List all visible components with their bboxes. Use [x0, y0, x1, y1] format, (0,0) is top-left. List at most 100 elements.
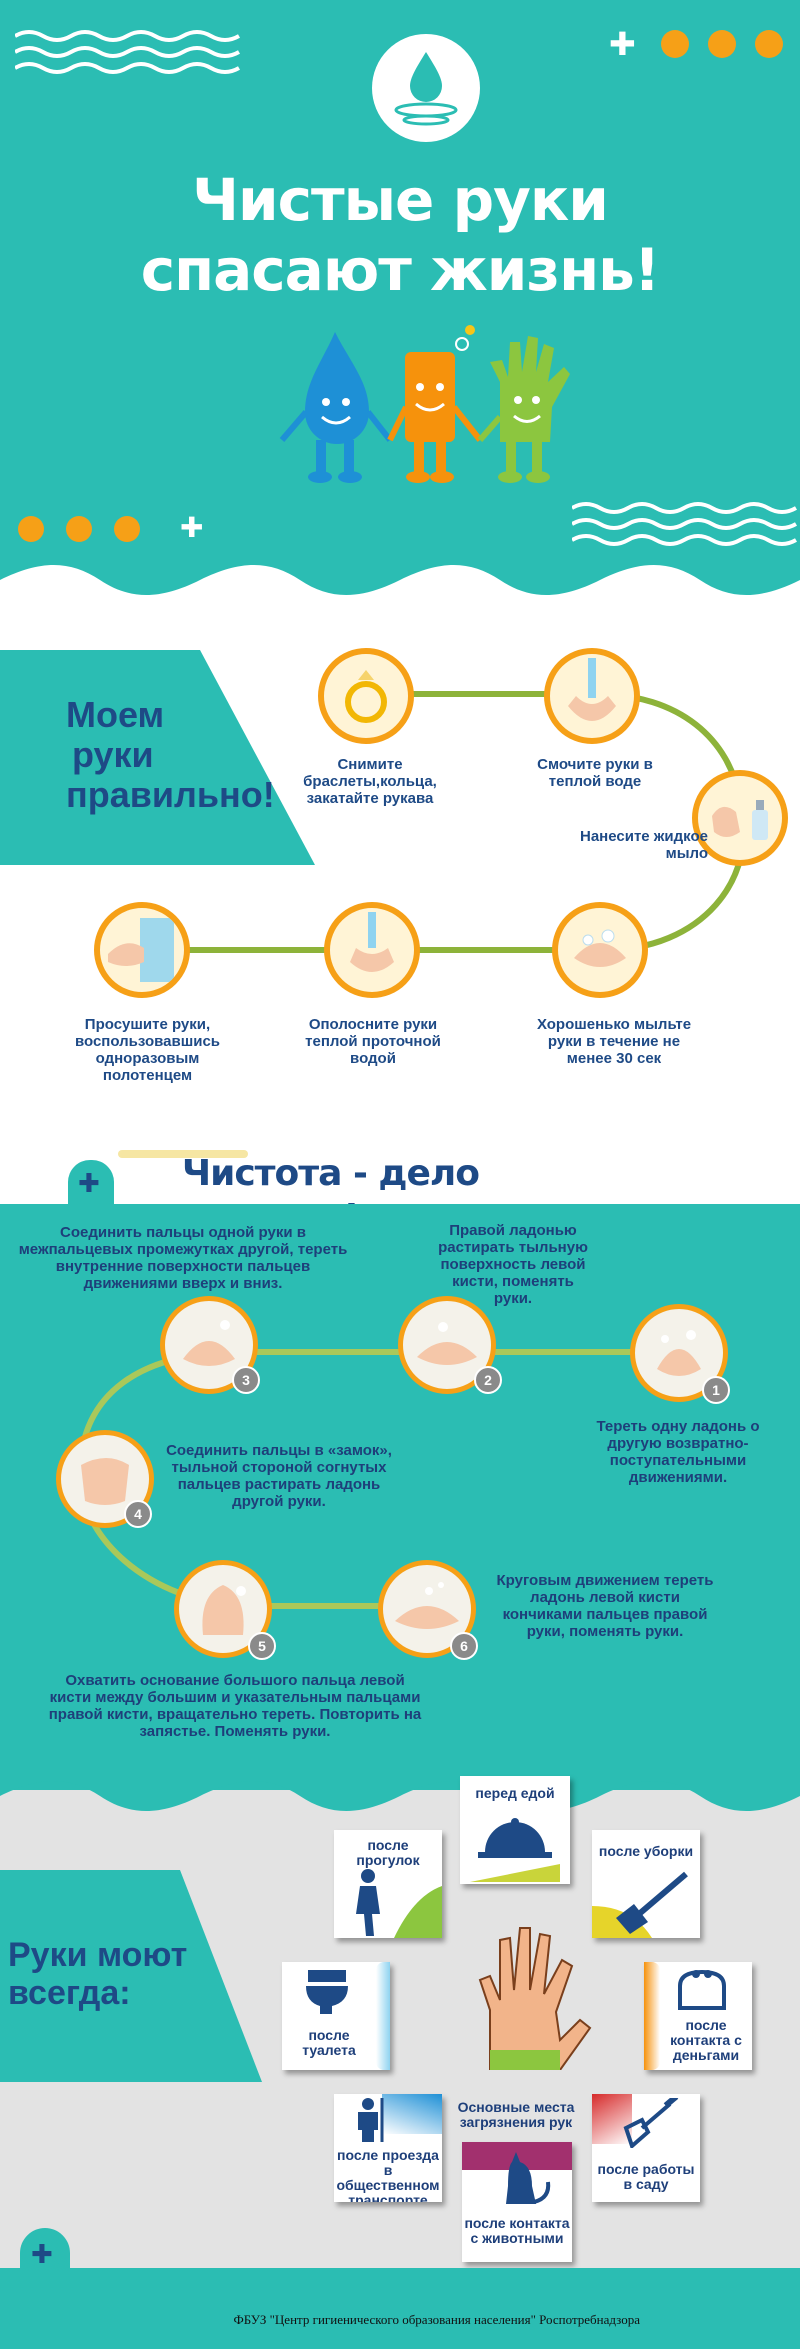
ring-icon — [345, 670, 387, 723]
mascots-illustration — [279, 325, 570, 483]
card-before-meal: перед едой — [460, 1776, 570, 1884]
card-label: перед едой — [475, 1785, 555, 1801]
bottom-tab — [20, 2228, 70, 2272]
passenger-icon — [358, 2098, 384, 2142]
step-number-badge: 5 — [248, 1632, 276, 1660]
wash-step-circle — [552, 902, 648, 998]
wave-divider — [0, 565, 800, 610]
thumb-rub-icon — [202, 1585, 246, 1635]
card-after-animals: после контакта с животными — [462, 2142, 572, 2262]
hand-illustration — [478, 1927, 592, 2070]
dot-decoration — [755, 30, 783, 58]
wash-heading-line: Моем — [66, 694, 165, 735]
wash-step-circle — [318, 648, 414, 744]
wash-step-text: Хорошенько мыльте руки в течение не мене… — [536, 1016, 692, 1067]
dot-decoration — [114, 516, 140, 542]
interlace-fingers-icon — [183, 1320, 235, 1366]
wash-section-heading: Моем руки правильно! — [66, 695, 275, 815]
card-label: после уборки — [598, 1843, 694, 1859]
footer — [0, 2268, 800, 2349]
purse-icon — [678, 1969, 726, 2010]
soap-dispenser-icon — [712, 800, 768, 840]
wash-step-circle — [544, 648, 640, 744]
card-after-toilet: после туалета — [282, 1962, 390, 2070]
dot-decoration — [708, 30, 736, 58]
broom-icon — [592, 1871, 688, 1938]
wash-step-text: Просушите руки, воспользовавшись однораз… — [74, 1016, 221, 1084]
wash-step-circle — [324, 902, 420, 998]
garden-accent — [592, 2094, 632, 2144]
center-label: Основные места загрязнения рук — [457, 2099, 575, 2130]
plus-icon: ✚ — [180, 512, 204, 543]
technique-step-text: Соединить пальцы в «замок», тыльной стор… — [166, 1442, 392, 1510]
waves-decoration-bottom-right — [572, 502, 797, 546]
technique-step-circle — [174, 1560, 272, 1658]
always-section-heading: Руки моют всегда: — [8, 1936, 187, 2012]
water-drop-icon — [394, 52, 458, 126]
toilet-icon — [306, 1970, 348, 2014]
card-label: после проезда в общественном транспорте — [336, 2147, 440, 2203]
always-heading-line: всегда: — [8, 1974, 131, 2012]
step-number-badge: 2 — [474, 1366, 502, 1394]
soap-mascot — [387, 325, 483, 483]
card-label: после контакта с деньгами — [670, 2017, 742, 2063]
always-heading-line: Руки моют — [8, 1936, 188, 1974]
water-hands-icon — [568, 658, 616, 721]
rinse-hands-icon — [350, 912, 394, 972]
dot-decoration — [18, 516, 44, 542]
card-after-transport: после проезда в общественном транспорте — [334, 2094, 442, 2202]
plus-icon: ✚ — [78, 1168, 100, 1198]
food-cloche-icon — [470, 1818, 560, 1882]
glove-mascot — [477, 336, 570, 483]
water-drop-logo — [372, 34, 480, 142]
wash-heading-line: руки — [72, 734, 154, 775]
wash-step-text: Нанесите жидкое мыло — [580, 828, 708, 862]
technique-step-text: Охватить основание большого пальца левой… — [48, 1672, 422, 1740]
wash-step-text: Снимите браслеты,кольца, закатайте рукав… — [303, 756, 437, 807]
shovel-icon — [623, 2098, 679, 2148]
dot-decoration — [66, 516, 92, 542]
card-after-garden: после работы в саду — [592, 2094, 700, 2202]
plus-icon: ✚ — [31, 2239, 53, 2269]
transport-accent — [382, 2094, 442, 2134]
technique-step-text: Круговым движением тереть ладонь левой к… — [496, 1572, 714, 1640]
toilet-accent — [376, 1962, 390, 2070]
cat-icon — [462, 2142, 572, 2204]
waves-decoration-top-left — [15, 30, 240, 74]
drop-mascot — [279, 332, 393, 483]
walking-person-icon — [356, 1869, 442, 1938]
fingertips-rub-icon — [395, 1582, 459, 1629]
title-line-2: спасают жизнь! — [140, 236, 661, 304]
technique-step-text: Соединить пальцы одной руки в межпальцев… — [18, 1224, 348, 1292]
step-number-badge: 4 — [124, 1500, 152, 1528]
title-line-1: Чистые руки — [192, 166, 609, 234]
step-number-badge: 1 — [702, 1376, 730, 1404]
plus-icon: ✚ — [609, 26, 636, 62]
card-label: после прогулок — [356, 1837, 420, 1868]
dot-decoration — [661, 30, 689, 58]
footer-text: ФБУЗ "Центр гигиенического образования н… — [233, 2312, 640, 2327]
wash-heading-line: правильно! — [66, 774, 275, 815]
technique-heading-bar — [118, 1150, 248, 1158]
card-after-walk: после прогулок — [334, 1830, 442, 1938]
wash-step-text: Смочите руки в теплой воде — [537, 756, 653, 790]
fingers-lock-icon — [81, 1458, 129, 1505]
money-accent — [644, 1962, 660, 2070]
back-of-hand-icon — [417, 1322, 477, 1365]
lather-hands-icon — [574, 929, 626, 967]
palms-rub-icon — [657, 1330, 701, 1376]
technique-step-text: Тереть одну ладонь о другую возвратно-по… — [596, 1418, 760, 1486]
step-number-badge: 6 — [450, 1632, 478, 1660]
card-label: после контакта с животными — [464, 2215, 570, 2246]
card-after-money: после контакта с деньгами — [644, 1962, 752, 2070]
card-after-cleaning: после уборки — [592, 1830, 700, 1938]
wash-step-circle — [692, 770, 788, 866]
card-label: после работы в саду — [597, 2161, 695, 2192]
page-title: Чистые руки спасают жизнь! — [0, 165, 800, 305]
technique-step-text: Правой ладонью растирать тыльную поверхн… — [438, 1222, 588, 1307]
wash-step-text: Ополосните руки теплой проточной водой — [305, 1016, 441, 1067]
wave-divider — [0, 1770, 800, 1811]
card-label: после туалета — [302, 2027, 356, 2058]
technique-tab — [68, 1160, 114, 1204]
towel-icon — [108, 918, 174, 982]
